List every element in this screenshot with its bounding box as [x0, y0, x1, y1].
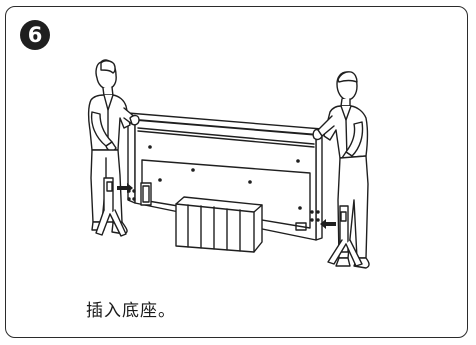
arrow-left-icon [320, 219, 336, 229]
step-number-badge: 6 [20, 20, 50, 50]
instruction-caption: 插入底座。 [86, 301, 176, 321]
right-stand-foot [327, 205, 363, 267]
left-stand-foot [95, 177, 127, 237]
support-cushion-block [175, 196, 263, 253]
arrow-right-icon [117, 183, 133, 193]
